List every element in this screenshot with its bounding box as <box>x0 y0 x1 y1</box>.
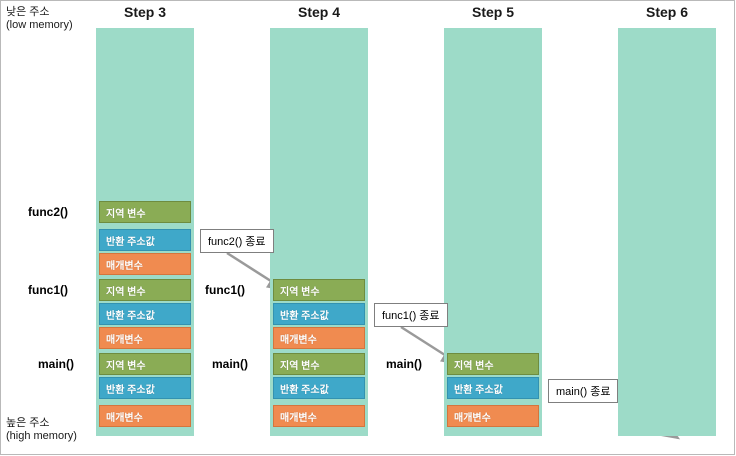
axis-low-line1: 낮은 주소 <box>6 6 50 18</box>
stack-block-local: 지역 변수 <box>273 353 365 375</box>
callout-2: func1() 종료 <box>374 303 448 327</box>
axis-low-line2: (low memory) <box>6 19 73 31</box>
callout-3: main() 종료 <box>548 379 619 403</box>
column-title-3: Step 5 <box>471 4 514 20</box>
stack-block-local: 지역 변수 <box>273 279 365 301</box>
column-title-2: Step 4 <box>297 4 340 20</box>
stack-block-arg: 매개변수 <box>99 327 191 349</box>
frame-label-func1-col2: func1() <box>205 283 245 297</box>
callout-1: func2() 종료 <box>200 229 274 253</box>
column-title-4: Step 6 <box>645 4 688 20</box>
stack-block-arg: 매개변수 <box>99 405 191 427</box>
stack-block-return: 반환 주소값 <box>99 229 191 251</box>
memory-column-4 <box>618 28 716 436</box>
frame-label-func2-col1: func2() <box>28 205 68 219</box>
axis-label-low-memory: 낮은 주소 (low memory) <box>6 6 73 32</box>
stack-block-local: 지역 변수 <box>99 279 191 301</box>
stack-block-return: 반환 주소값 <box>273 377 365 399</box>
axis-high-line1: 높은 주소 <box>6 417 50 429</box>
column-title-1: Step 3 <box>123 4 166 20</box>
stack-block-local: 지역 변수 <box>99 201 191 223</box>
axis-high-line2: (high memory) <box>6 430 77 442</box>
frame-label-main-col3: main() <box>386 357 422 371</box>
stack-block-return: 반환 주소값 <box>273 303 365 325</box>
stack-block-return: 반환 주소값 <box>447 377 539 399</box>
stack-block-arg: 매개변수 <box>99 253 191 275</box>
stack-block-arg: 매개변수 <box>447 405 539 427</box>
stack-block-arg: 매개변수 <box>273 327 365 349</box>
stack-block-local: 지역 변수 <box>99 353 191 375</box>
frame-label-main-col2: main() <box>212 357 248 371</box>
frame-label-func1-col1: func1() <box>28 283 68 297</box>
stack-block-return: 반환 주소값 <box>99 377 191 399</box>
axis-label-high-memory: 높은 주소 (high memory) <box>6 417 77 443</box>
stack-block-return: 반환 주소값 <box>99 303 191 325</box>
frame-label-main-col1: main() <box>38 357 74 371</box>
stack-block-local: 지역 변수 <box>447 353 539 375</box>
stack-block-arg: 매개변수 <box>273 405 365 427</box>
